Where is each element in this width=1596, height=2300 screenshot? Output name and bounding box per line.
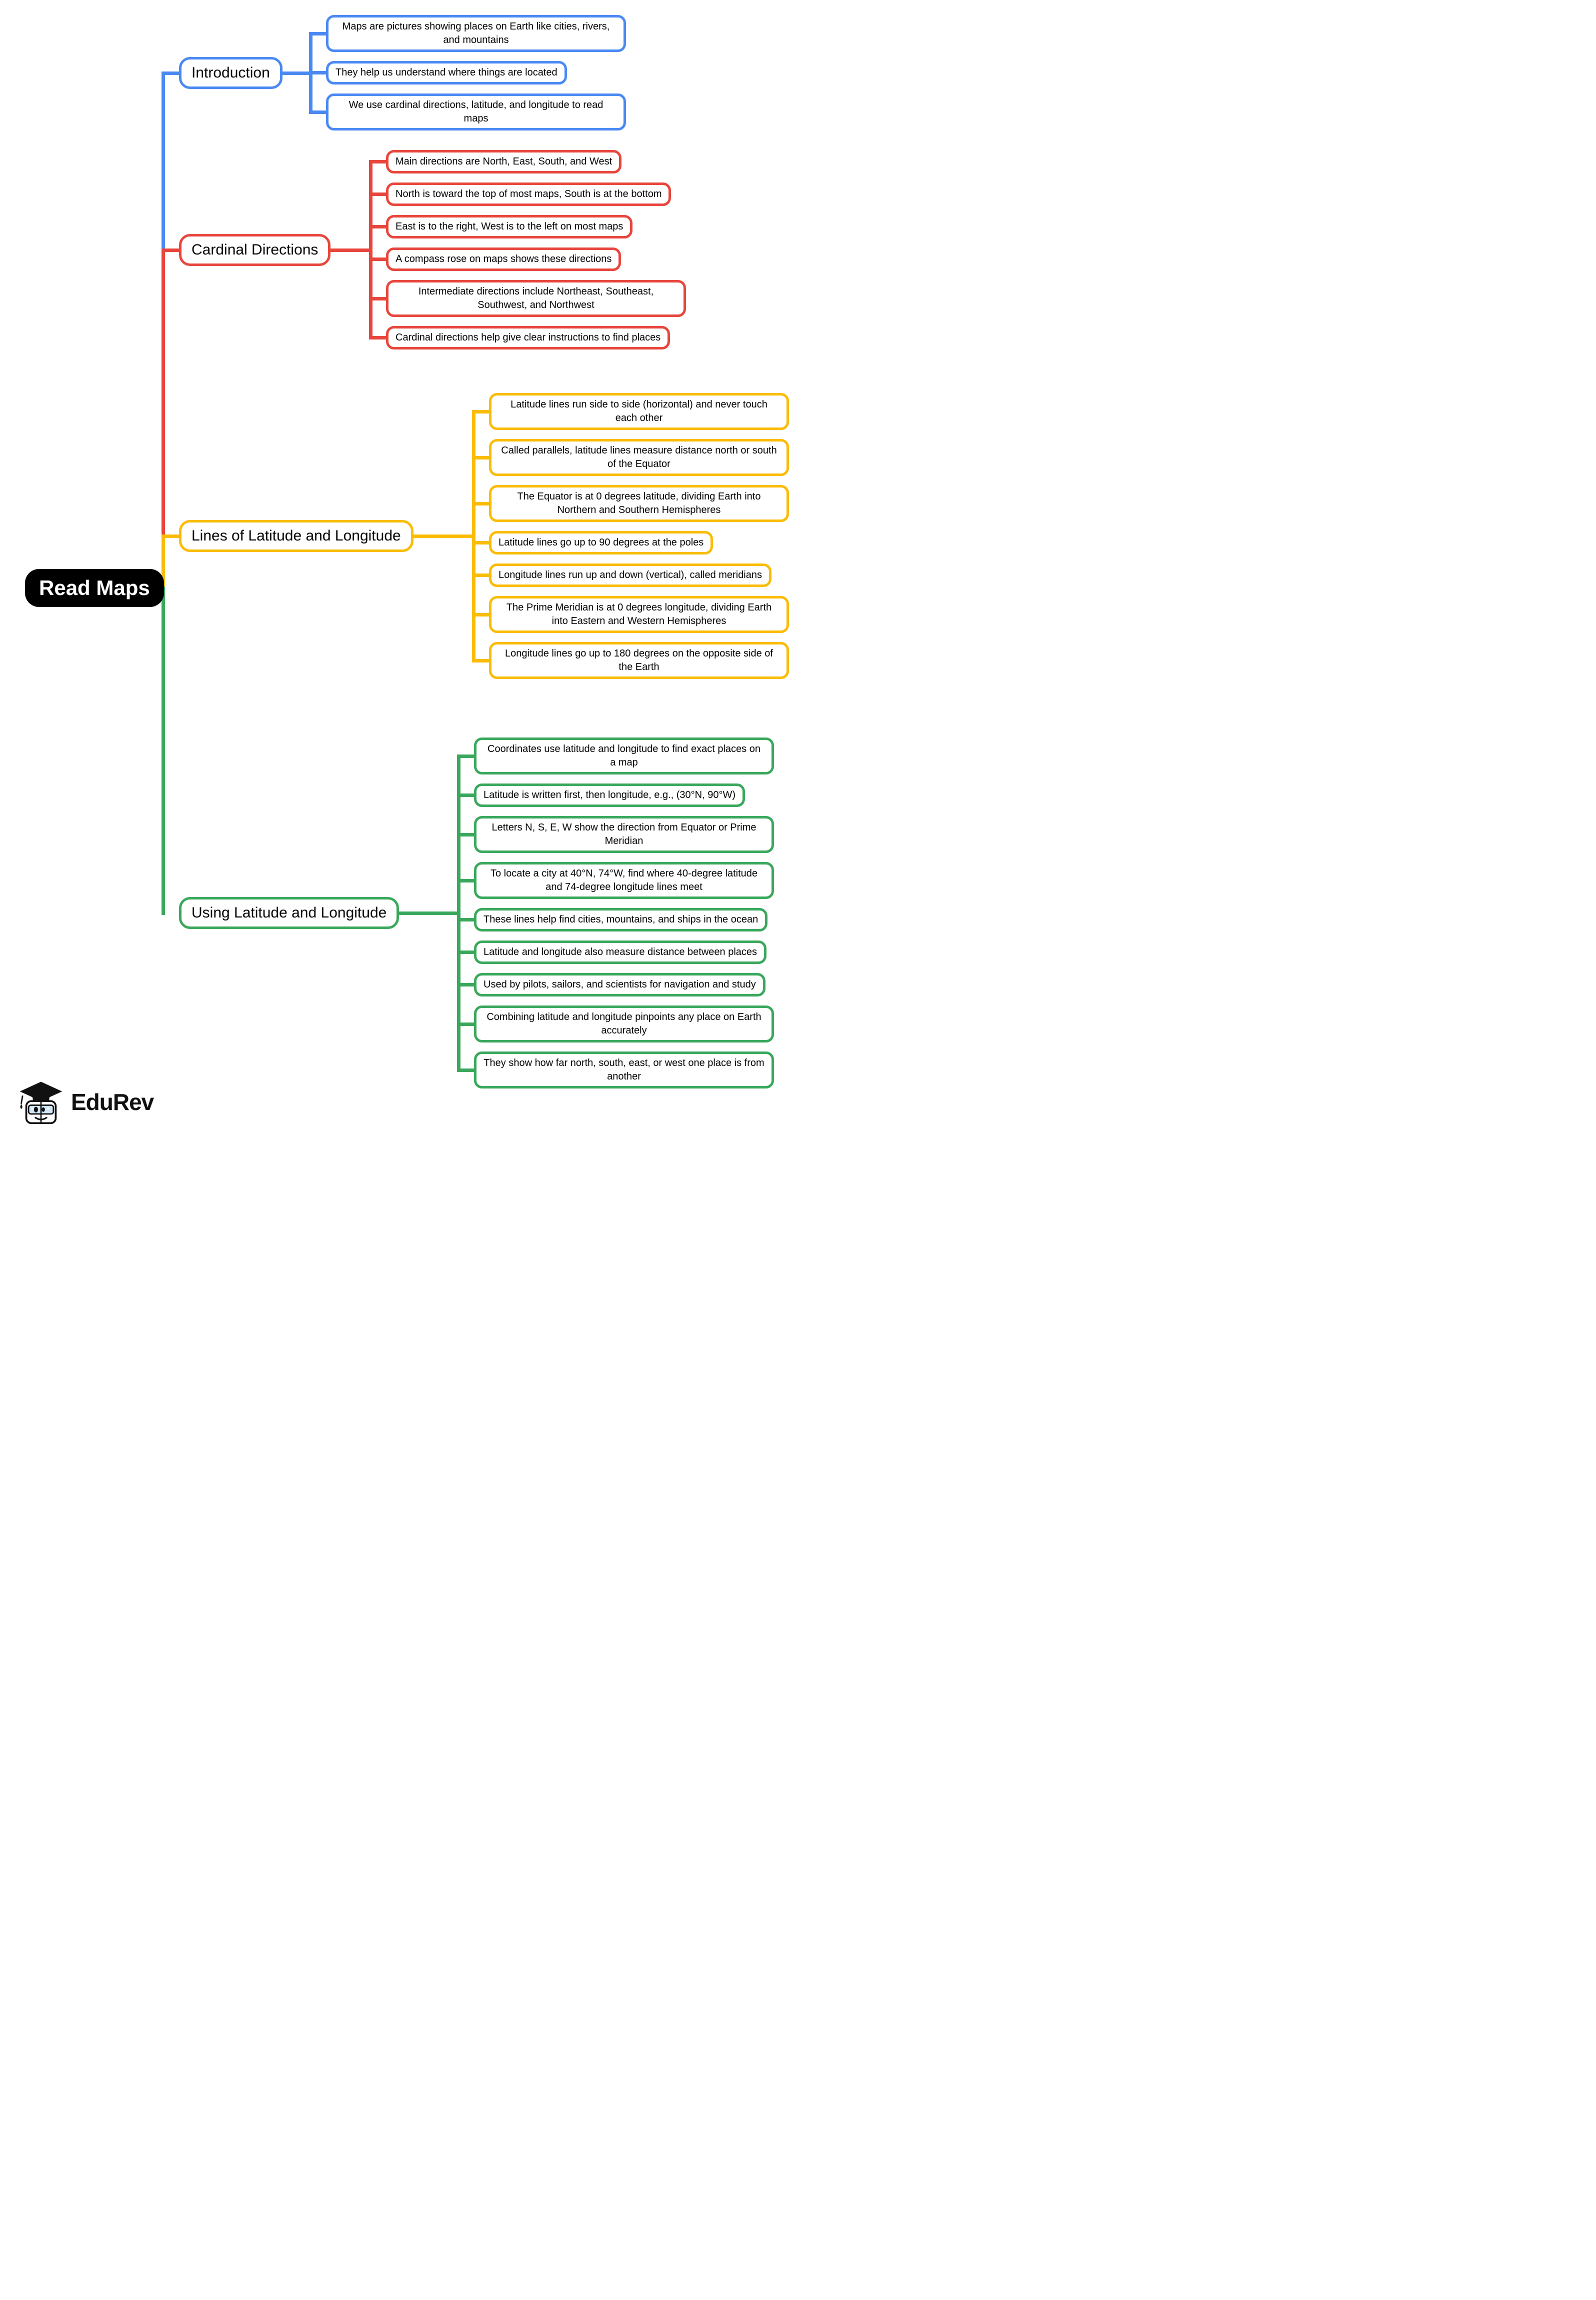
leaf-node: Longitude lines run up and down (vertica… (489, 564, 772, 587)
connector (472, 574, 489, 577)
connector (457, 832, 474, 836)
connector (369, 258, 386, 261)
connector (369, 160, 386, 164)
connector (457, 1022, 474, 1026)
root-node: Read Maps (25, 569, 164, 607)
connector (472, 612, 489, 616)
leaf-node: Used by pilots, sailors, and scientists … (474, 973, 766, 996)
connector (162, 586, 165, 915)
connector (457, 983, 474, 986)
leaf-node: These lines help find cities, mountains,… (474, 908, 768, 932)
connector (472, 456, 489, 460)
connector (369, 225, 386, 228)
connector (162, 71, 165, 252)
leaf-node: The Equator is at 0 degrees latitude, di… (489, 485, 789, 522)
leaf-node: Cardinal directions help give clear inst… (386, 326, 670, 350)
connector (457, 1068, 474, 1072)
connector (309, 110, 326, 114)
connector (472, 502, 489, 506)
leaf-node: The Prime Meridian is at 0 degrees longi… (489, 596, 789, 633)
connector (162, 534, 180, 538)
edurev-logo: EduRev (18, 1079, 154, 1125)
leaf-node: North is toward the top of most maps, So… (386, 182, 672, 206)
connector (457, 950, 474, 954)
leaf-stack-lines-of-latitude-and-longitude: Latitude lines run side to side (horizon… (489, 393, 789, 679)
branch-node-using-latitude-and-longitude: Using Latitude and Longitude (179, 897, 400, 929)
leaf-node: Longitude lines go up to 180 degrees on … (489, 642, 789, 679)
connector (309, 71, 326, 74)
connector (369, 296, 386, 300)
connector (472, 410, 489, 414)
leaf-node: To locate a city at 40°N, 74°W, find whe… (474, 862, 774, 899)
leaf-node: Latitude is written first, then longitud… (474, 784, 746, 807)
leaf-node: Main directions are North, East, South, … (386, 150, 622, 174)
leaf-node: They show how far north, south, east, or… (474, 1052, 774, 1088)
connector (162, 586, 165, 590)
leaf-node: Latitude and longitude also measure dist… (474, 940, 767, 964)
leaf-node: Coordinates use latitude and longitude t… (474, 738, 774, 774)
leaf-node: Called parallels, latitude lines measure… (489, 439, 789, 476)
leaf-stack-cardinal-directions: Main directions are North, East, South, … (386, 150, 686, 350)
leaf-node: Latitude lines go up to 90 degrees at th… (489, 531, 714, 554)
connector (457, 878, 474, 882)
leaf-node: We use cardinal directions, latitude, an… (326, 94, 626, 130)
leaf-stack-introduction: Maps are pictures showing places on Eart… (326, 15, 626, 130)
connector (162, 248, 180, 252)
connector (162, 248, 165, 538)
edurev-logo-text: EduRev (71, 1089, 154, 1115)
connector-layer (0, 0, 798, 1150)
branch-node-introduction: Introduction (179, 57, 282, 89)
leaf-node: Maps are pictures showing places on Eart… (326, 15, 626, 52)
edurev-mascot-icon (20, 1082, 62, 1124)
connector (330, 248, 372, 252)
connector (369, 192, 386, 196)
connector (412, 534, 476, 538)
connector (457, 918, 474, 922)
leaf-node: A compass rose on maps shows these direc… (386, 248, 622, 271)
connector (472, 658, 489, 662)
connector (369, 336, 386, 340)
connector (162, 71, 180, 75)
mindmap-canvas: Read Maps Introduction Cardinal Directio… (0, 0, 798, 1150)
leaf-node: East is to the right, West is to the lef… (386, 215, 633, 238)
connector (162, 534, 165, 590)
connector (457, 754, 474, 758)
leaf-stack-using-latitude-and-longitude: Coordinates use latitude and longitude t… (474, 738, 774, 1088)
branch-node-cardinal-directions: Cardinal Directions (179, 234, 331, 266)
branch-node-lines-of-latitude-and-longitude: Lines of Latitude and Longitude (179, 520, 414, 552)
leaf-node: Intermediate directions include Northeas… (386, 280, 686, 317)
leaf-node: Combining latitude and longitude pinpoin… (474, 1006, 774, 1042)
connector (398, 911, 460, 915)
connector (309, 32, 326, 36)
connector (472, 541, 489, 544)
leaf-node: They help us understand where things are… (326, 61, 567, 84)
connector (457, 794, 474, 797)
leaf-node: Latitude lines run side to side (horizon… (489, 393, 789, 430)
leaf-node: Letters N, S, E, W show the direction fr… (474, 816, 774, 853)
connector (281, 71, 312, 75)
